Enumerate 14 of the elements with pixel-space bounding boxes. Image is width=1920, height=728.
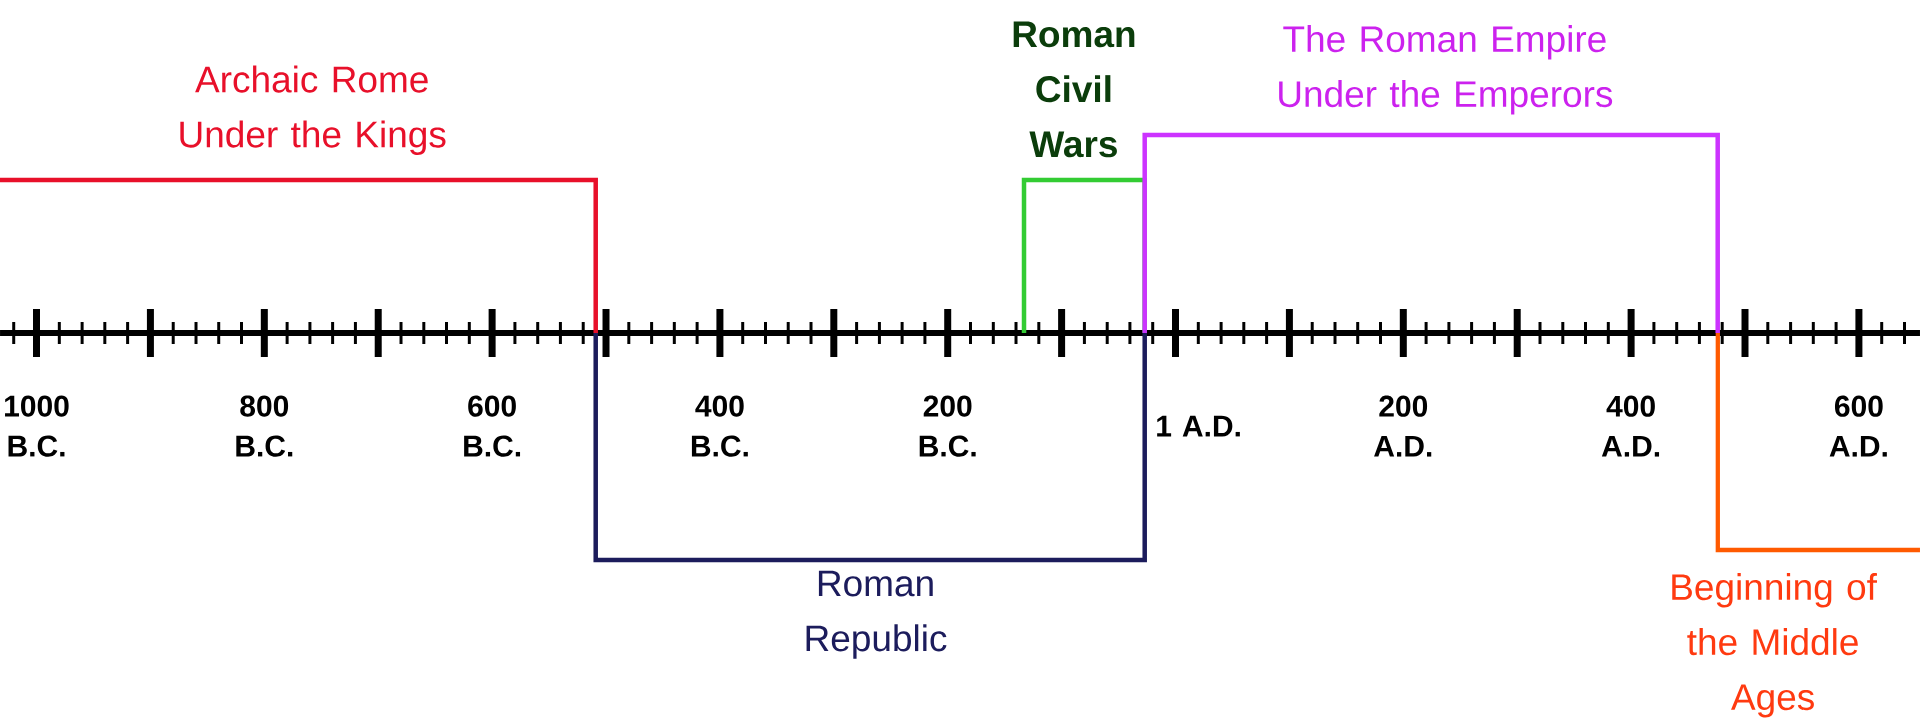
year-label: 400 B.C.: [691, 395, 748, 457]
period-label: Beginning of the Middle Ages: [1672, 573, 1877, 718]
year-label: 200 B.C.: [919, 395, 976, 457]
year-label: 600 A.D.: [1829, 395, 1887, 457]
year-label: 1000 B.C.: [5, 395, 69, 457]
year-label: 600 B.C.: [464, 395, 521, 457]
period-label: Roman Republic: [806, 570, 947, 659]
period-label: The Roman Empire Under the Emperors: [1279, 25, 1613, 115]
year-label: 800 B.C.: [236, 395, 293, 457]
period-label: Archaic Rome Under the Kings: [180, 65, 446, 155]
year-label: 400 A.D.: [1601, 395, 1660, 457]
year-label: 1 A.D.: [1157, 415, 1240, 437]
year-label: 200 A.D.: [1374, 395, 1432, 457]
period-label: Roman Civil Wars: [1013, 21, 1135, 158]
